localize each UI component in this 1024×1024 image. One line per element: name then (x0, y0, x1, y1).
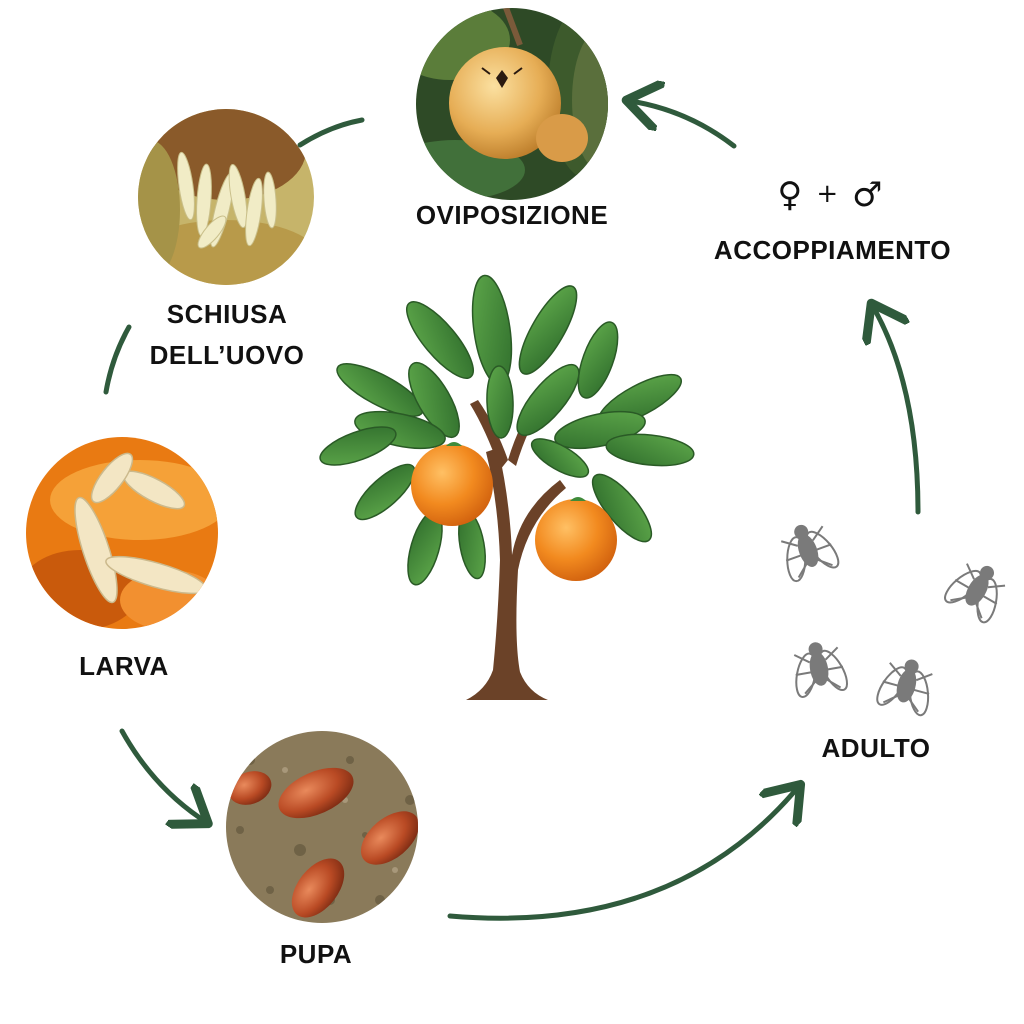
arrow-mating-to-oviposition (636, 102, 737, 149)
arrow-pupa-to-adult (447, 792, 794, 921)
orange-fruit (535, 499, 617, 581)
orange-fruit (411, 444, 493, 526)
larvae-in-pulp-icon (26, 437, 218, 629)
female-symbol-icon: ♀ (777, 175, 803, 215)
fruit-with-fly-icon (416, 8, 608, 200)
mating-symbols: ♀ + ♂ (760, 168, 900, 221)
tree-leaves (319, 274, 695, 586)
cycle-arrows (103, 102, 921, 921)
arrow-larva-to-hatching (103, 324, 132, 395)
label-mating: ACCOPPIAMENTO (713, 235, 952, 265)
male-symbol-icon: ♂ (852, 175, 883, 215)
arrow-larva-to-pupa (119, 728, 200, 818)
orange-fruits (411, 442, 617, 581)
fly-icon (944, 563, 1006, 624)
fly-icon (793, 642, 849, 699)
fly-icon (780, 524, 840, 583)
arrow-hatching-to-oviposition (297, 117, 365, 148)
label-pupa: PUPA (279, 939, 353, 969)
fly-icon (876, 659, 933, 717)
label-hatching-line2: DELL’UOVO (149, 340, 305, 370)
label-larva: LARVA (79, 651, 169, 681)
label-adult: ADULTO (821, 733, 931, 763)
eggs-in-fruit-icon (138, 109, 314, 285)
arrow-adult-to-mating (876, 312, 921, 515)
label-oviposition: OVIPOSIZIONE (415, 200, 609, 230)
label-hatching: SCHIUSA DELL’UOVO (123, 294, 331, 376)
pupae-in-soil-icon (226, 731, 418, 923)
adult-flies (780, 524, 1006, 717)
plus-sign: + (816, 179, 839, 209)
orange-tree-icon (319, 274, 695, 700)
label-hatching-line1: SCHIUSA (166, 299, 288, 329)
